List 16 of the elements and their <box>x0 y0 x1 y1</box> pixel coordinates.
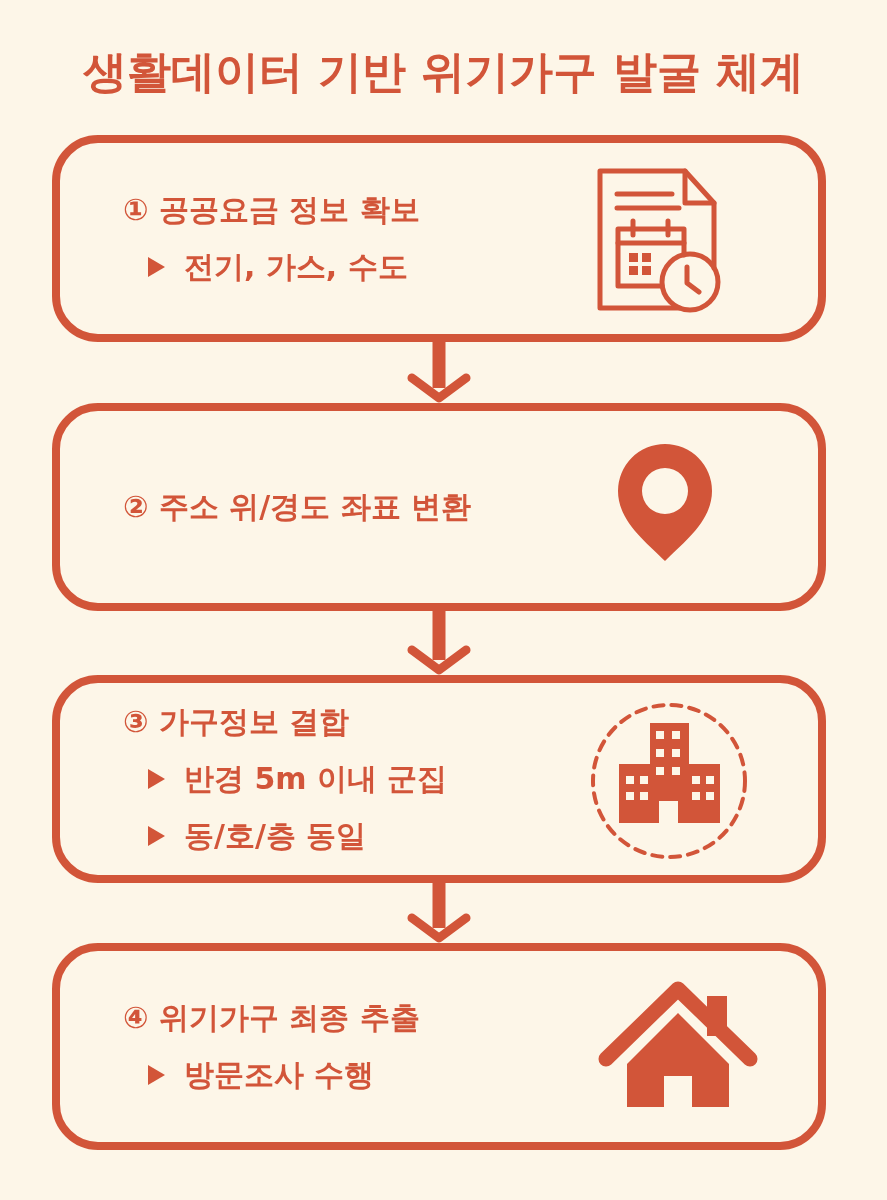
bullet-text: 반경 5m 이내 군집 <box>184 760 448 798</box>
title: 생활데이터 기반 위기가구 발굴 체계 <box>82 48 805 96</box>
step-box <box>52 403 826 611</box>
step-box <box>52 135 826 342</box>
arrow <box>407 611 471 675</box>
step-heading: ③ 가구정보 결합 <box>123 703 350 741</box>
arrow <box>407 883 471 943</box>
step-heading: ④ 위기가구 최종 추출 <box>123 999 420 1037</box>
step-box <box>52 943 826 1150</box>
bullet-text: 전기, 가스, 수도 <box>184 248 408 286</box>
bullet-text: 동/호/층 동일 <box>184 817 367 855</box>
step-heading: ① 공공요금 정보 확보 <box>123 191 420 229</box>
arrow <box>407 342 471 403</box>
bullet-text: 방문조사 수행 <box>184 1056 375 1094</box>
step-box <box>52 675 826 883</box>
step-heading: ② 주소 위/경도 좌표 변환 <box>123 488 472 526</box>
